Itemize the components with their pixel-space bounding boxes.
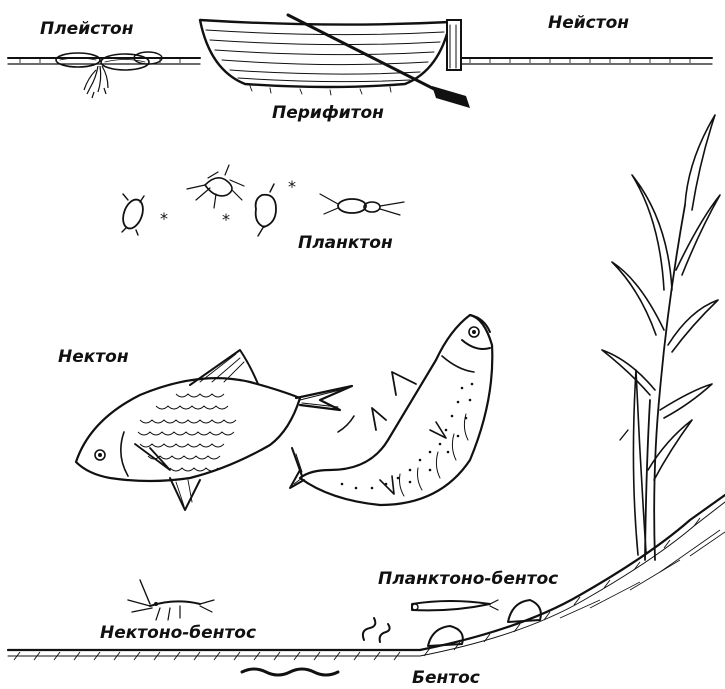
boat bbox=[200, 15, 470, 108]
bottom-worm bbox=[242, 669, 338, 675]
pleiston-roots bbox=[84, 66, 108, 98]
copepod-2 bbox=[320, 194, 404, 215]
reed-plant bbox=[602, 115, 720, 560]
label-pleiston: Плейстон bbox=[40, 19, 134, 39]
svg-text:*: * bbox=[222, 210, 230, 229]
svg-text:*: * bbox=[160, 209, 168, 228]
water-surface bbox=[8, 58, 712, 64]
label-planktono-bentos: Планктоно-бентос bbox=[378, 569, 558, 589]
nektono-bentos-shrimp bbox=[128, 580, 214, 620]
snail-shell bbox=[428, 626, 463, 646]
plankton-organisms: * * * bbox=[119, 165, 404, 236]
copepod-1 bbox=[187, 165, 244, 208]
boat-stern bbox=[447, 20, 461, 70]
pike-perch-fish bbox=[290, 315, 492, 505]
label-nektono-bentos: Нектоно-бентос bbox=[100, 623, 256, 643]
worm-1 bbox=[363, 618, 375, 640]
svg-text:*: * bbox=[288, 177, 296, 196]
label-neiston: Нейстон bbox=[548, 13, 629, 33]
rotifer-1 bbox=[119, 194, 146, 235]
snail-shell-2 bbox=[508, 600, 541, 622]
label-plankton: Планктон bbox=[298, 233, 393, 253]
worm-2 bbox=[380, 624, 390, 642]
rotifer-2 bbox=[256, 184, 276, 236]
oar-shaft bbox=[288, 15, 440, 92]
oar-blade bbox=[432, 86, 470, 108]
label-nekton: Нектон bbox=[58, 347, 129, 367]
planktono-bentos-larva bbox=[412, 600, 498, 610]
label-perifiton: Перифитон bbox=[272, 103, 384, 123]
label-bentos: Бентос bbox=[412, 668, 480, 688]
